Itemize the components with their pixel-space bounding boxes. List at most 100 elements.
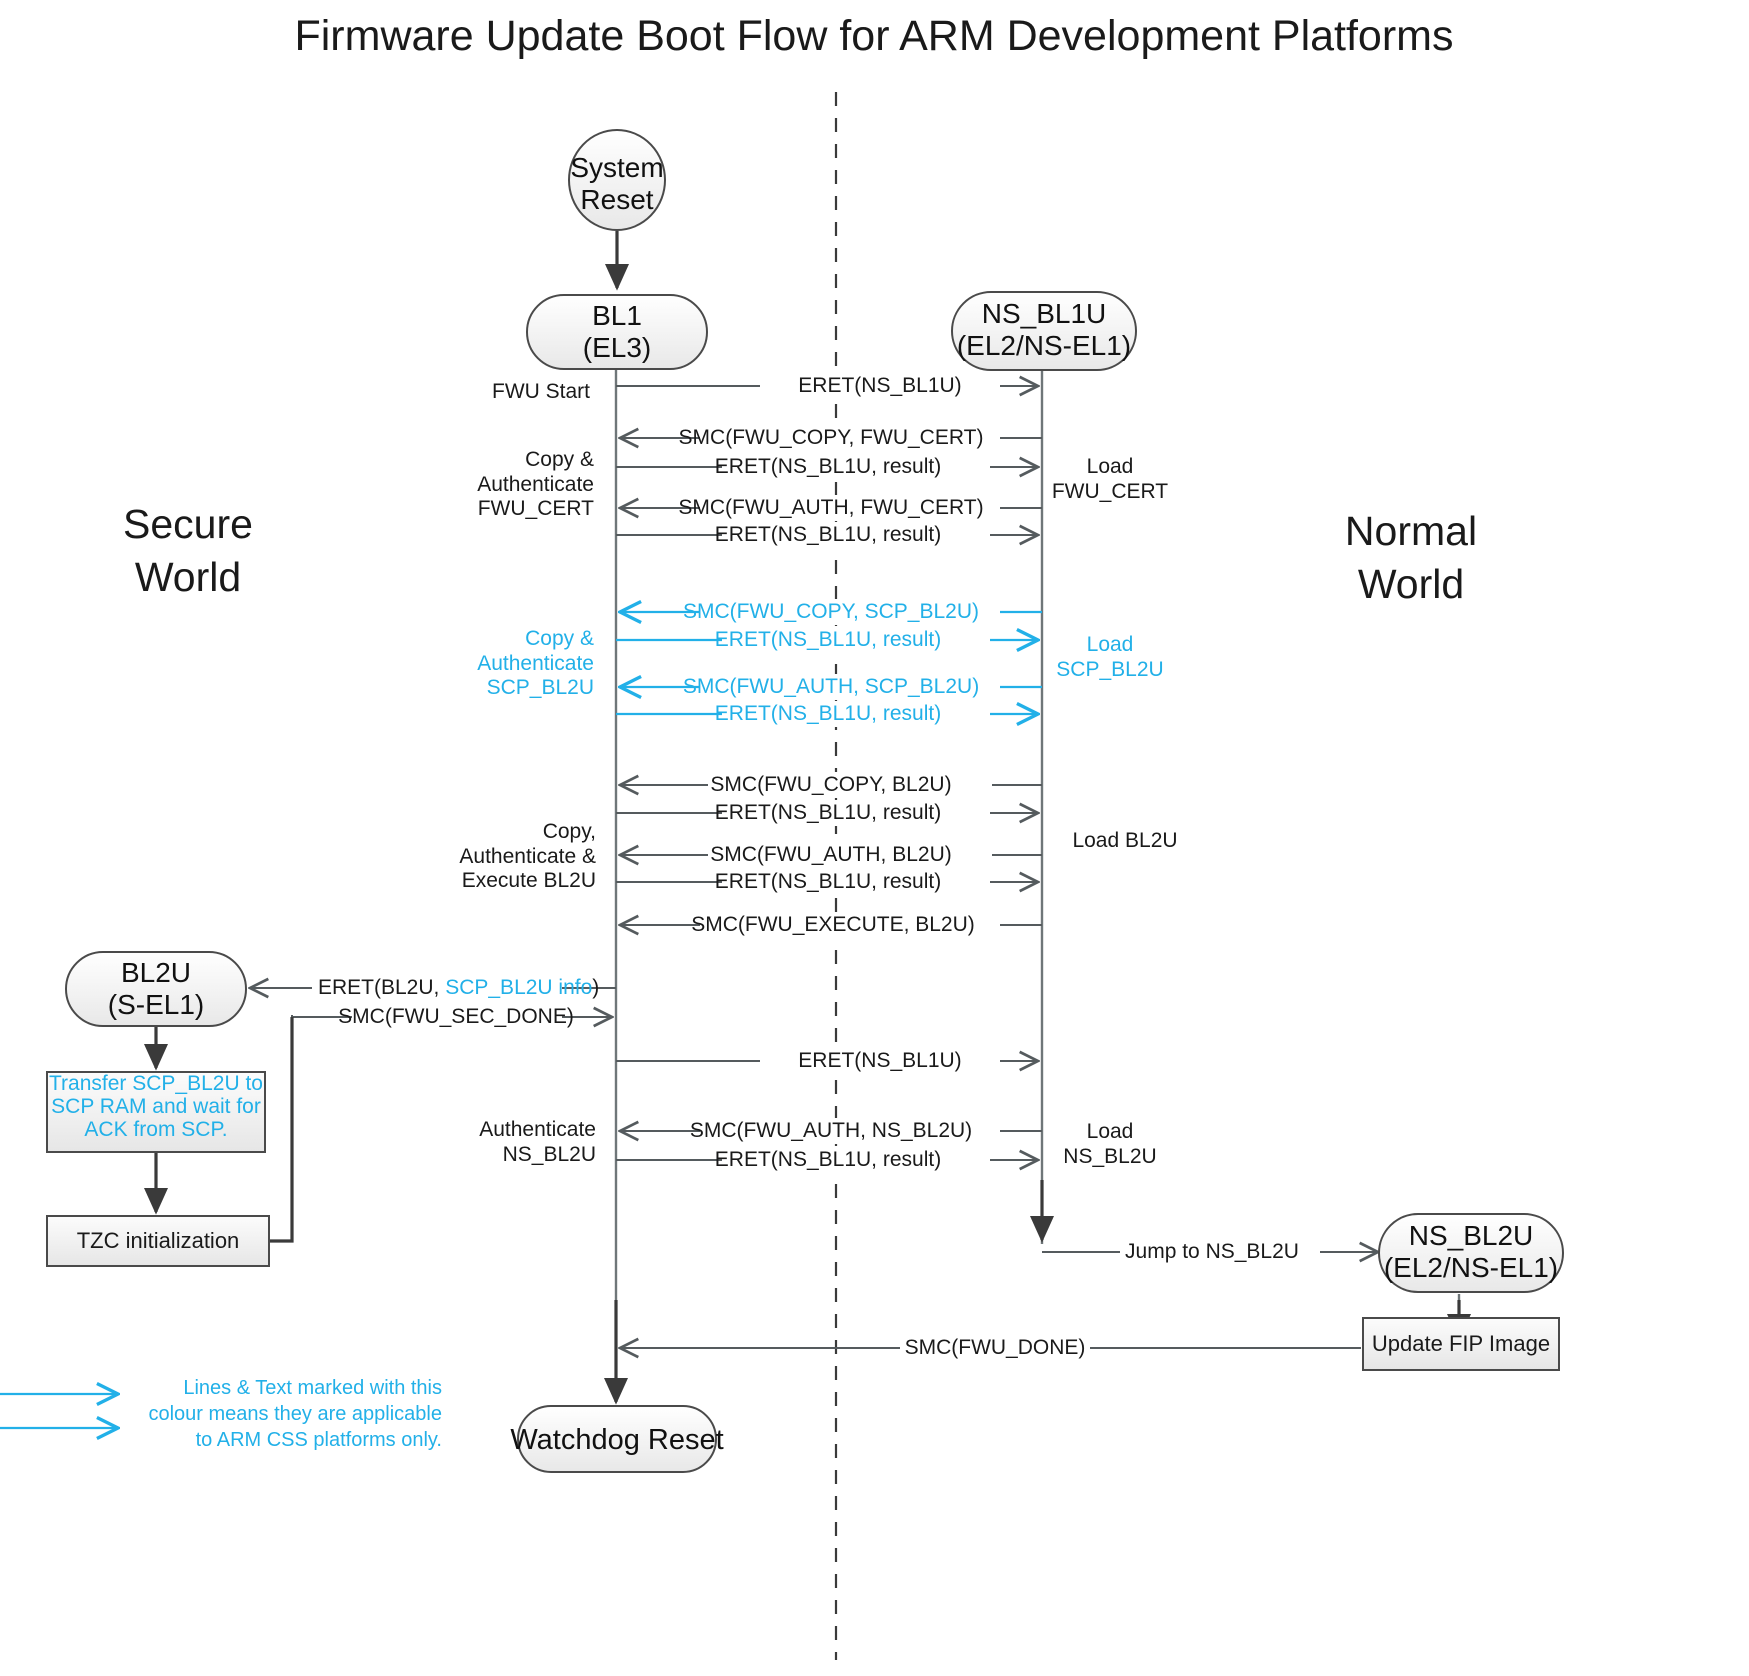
message-eret-bl2u: ERET(BL2U, SCP_BL2U info) (250, 975, 616, 1001)
node-ns-bl2u-line1: NS_BL2U (1409, 1220, 1534, 1251)
message-label: ERET(NS_BL1U, result) (715, 628, 941, 651)
message-m4: SMC(FWU_AUTH, FWU_CERT) (620, 495, 1042, 521)
message-label: SMC(FWU_AUTH, BL2U) (710, 843, 952, 866)
message-label: SMC(FWU_AUTH, FWU_CERT) (678, 496, 983, 519)
box-transfer-line3: ACK from SCP. (84, 1118, 227, 1141)
left-annotation-line: SCP_BL2U (487, 676, 594, 699)
left-annotation-line: Copy & (525, 448, 594, 471)
message-label: ERET(NS_BL1U, result) (715, 455, 941, 478)
secure-world-label: Secure World (123, 501, 253, 600)
node-bl2u-line2: (S-EL1) (108, 989, 204, 1020)
eret-bl2u-cyan-part: SCP_BL2U info (445, 976, 592, 999)
right-annotation-line: Load (1087, 455, 1134, 478)
tzc-to-smc-return-line (268, 1017, 294, 1243)
right-annotation-line: FWU_CERT (1052, 480, 1168, 503)
left-annotation-a5: Authenticate NS_BL2U (479, 1118, 596, 1166)
left-annotation-line: FWU Start (492, 380, 590, 403)
node-watchdog-reset[interactable]: Watchdog Reset (510, 1405, 724, 1473)
message-m9: ERET(NS_BL1U, result) (616, 701, 1038, 727)
left-annotation-a2: Copy & Authenticate FWU_CERT (477, 448, 594, 520)
right-annotation-r1: Load FWU_CERT (1052, 455, 1168, 503)
message-m8: SMC(FWU_AUTH, SCP_BL2U) (620, 674, 1042, 700)
right-annotation-line: NS_BL2U (1063, 1145, 1156, 1168)
left-annotation-a1: FWU Start (492, 380, 590, 403)
message-m3: ERET(NS_BL1U, result) (616, 454, 1038, 480)
svg-text:World: World (135, 554, 241, 600)
legend-line2: colour means they are applicable (148, 1403, 442, 1425)
message-m6: SMC(FWU_COPY, SCP_BL2U) (620, 599, 1042, 625)
message-label: SMC(FWU_SEC_DONE) (338, 1005, 574, 1028)
right-annotation-line: Load BL2U (1072, 829, 1177, 852)
left-annotation-line: Authenticate & (459, 845, 596, 868)
right-annotation-r3: Load BL2U (1072, 829, 1177, 852)
message-label: ERET(NS_BL1U, result) (715, 801, 941, 824)
node-watchdog-reset-label: Watchdog Reset (510, 1424, 723, 1456)
normal-world-label: Normal World (1345, 508, 1477, 607)
message-label: SMC(FWU_EXECUTE, BL2U) (691, 913, 975, 936)
message-m11: ERET(NS_BL1U, result) (616, 800, 1038, 826)
message-label: ERET(NS_BL1U, result) (715, 523, 941, 546)
box-update-fip-image[interactable]: Update FIP Image (1362, 1317, 1560, 1371)
left-annotation-line: Authenticate (477, 652, 594, 675)
message-label: ERET(NS_BL1U) (798, 1049, 961, 1072)
message-m19: Jump to NS_BL2U (1042, 1239, 1378, 1265)
message-label: ERET(NS_BL1U, result) (715, 870, 941, 893)
node-ns-bl1u-line1: NS_BL1U (982, 298, 1107, 329)
message-label: SMC(FWU_COPY, SCP_BL2U) (683, 600, 979, 623)
left-annotation-line: Authenticate (477, 473, 594, 496)
message-m17: SMC(FWU_AUTH, NS_BL2U) (620, 1118, 1042, 1144)
message-label: SMC(FWU_AUTH, NS_BL2U) (690, 1119, 972, 1142)
box-tzc-initialization[interactable]: TZC initialization (46, 1215, 270, 1267)
right-annotation-line: Load (1087, 1120, 1134, 1143)
left-annotation-line: Copy & (525, 627, 594, 650)
right-annotation-r4: Load NS_BL2U (1063, 1120, 1156, 1168)
message-label: ERET(NS_BL1U, result) (715, 1148, 941, 1171)
node-bl2u[interactable]: BL2U (S-EL1) (65, 951, 247, 1027)
box-update-fip-label: Update FIP Image (1372, 1331, 1550, 1356)
legend-line1: Lines & Text marked with this (183, 1377, 442, 1399)
message-label: ERET(NS_BL1U) (798, 374, 961, 397)
message-m16: ERET(NS_BL1U) (616, 1048, 1038, 1074)
right-annotation-line: SCP_BL2U (1056, 658, 1163, 681)
node-bl2u-line1: BL2U (121, 957, 191, 988)
box-transfer-line1: Transfer SCP_BL2U to (49, 1072, 263, 1095)
node-ns-bl1u[interactable]: NS_BL1U (EL2/NS-EL1) (951, 291, 1137, 371)
node-system-reset[interactable]: System Reset (568, 129, 666, 231)
left-annotation-line: Execute BL2U (462, 869, 596, 892)
message-label: SMC(FWU_COPY, BL2U) (710, 773, 951, 796)
left-annotation-line: Authenticate (479, 1118, 596, 1141)
message-m1: ERET(NS_BL1U) (616, 373, 1038, 399)
node-bl1-line1: BL1 (592, 300, 642, 331)
svg-text:Normal: Normal (1345, 508, 1477, 554)
message-label: SMC(FWU_COPY, FWU_CERT) (679, 426, 984, 449)
message-m14: SMC(FWU_EXECUTE, BL2U) (620, 912, 1042, 938)
node-bl1[interactable]: BL1 (EL3) (526, 294, 708, 370)
right-annotation-r2: Load SCP_BL2U (1056, 633, 1163, 681)
left-annotation-line: FWU_CERT (478, 497, 594, 520)
message-m18: ERET(NS_BL1U, result) (616, 1147, 1038, 1173)
left-annotation-line: Copy, (543, 820, 596, 843)
message-m5: ERET(NS_BL1U, result) (616, 522, 1038, 548)
left-annotation-line: NS_BL2U (503, 1143, 596, 1166)
box-transfer-line2: SCP RAM and wait for (51, 1095, 261, 1118)
node-system-reset-line1: System (570, 152, 663, 183)
svg-text:World: World (1358, 561, 1464, 607)
legend-line3: to ARM CSS platforms only. (196, 1429, 442, 1451)
node-bl1-line2: (EL3) (583, 332, 651, 363)
eret-bl2u-prefix: ERET(BL2U, (318, 976, 445, 999)
message-label: Jump to NS_BL2U (1125, 1240, 1299, 1263)
message-m20: SMC(FWU_DONE) (620, 1335, 1361, 1361)
svg-text:Secure: Secure (123, 501, 253, 547)
box-tzc-label: TZC initialization (77, 1228, 240, 1253)
node-ns-bl1u-line2: (EL2/NS-EL1) (957, 330, 1131, 361)
left-annotation-a4: Copy, Authenticate & Execute BL2U (459, 820, 596, 892)
page-title: Firmware Update Boot Flow for ARM Develo… (294, 12, 1453, 60)
node-ns-bl2u[interactable]: NS_BL2U (EL2/NS-EL1) (1378, 1213, 1564, 1293)
box-transfer-scp-bl2u[interactable]: Transfer SCP_BL2U to SCP RAM and wait fo… (46, 1071, 266, 1153)
message-label: SMC(FWU_AUTH, SCP_BL2U) (683, 675, 979, 698)
message-m7: ERET(NS_BL1U, result) (616, 627, 1038, 653)
message-label: ERET(NS_BL1U, result) (715, 702, 941, 725)
message-label: SMC(FWU_DONE) (905, 1336, 1086, 1359)
right-annotation-line: Load (1087, 633, 1134, 656)
